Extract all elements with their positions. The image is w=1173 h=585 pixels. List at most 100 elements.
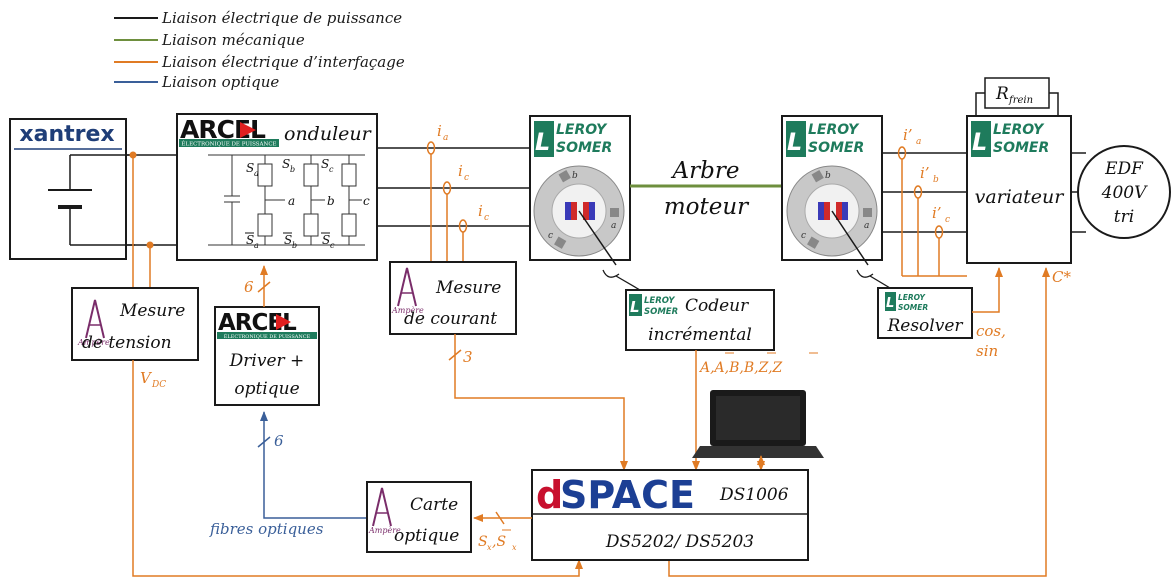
svg-text:L: L <box>886 296 894 311</box>
dspace-model-label: DS1006 <box>719 485 789 505</box>
ampere-logo-icon-3: Ampère <box>368 487 401 535</box>
xantrex-dc-source: xantrex <box>9 118 135 260</box>
leroy-somer-logo-4: L LEROY SOMER <box>629 294 678 317</box>
svg-text:Codeur: Codeur <box>685 296 749 316</box>
svg-text:400V: 400V <box>1101 183 1148 203</box>
leroy-somer-logo-5: L LEROY SOMER <box>885 292 928 312</box>
motor-winding-c: c <box>548 231 553 241</box>
gate-count-top: 6 <box>244 278 254 296</box>
inverter-schematic <box>208 154 365 246</box>
svg-text:frein: frein <box>1008 95 1033 106</box>
voltage-measurement-block: Ampère Mesure de tension <box>71 287 199 361</box>
svg-text:tri: tri <box>1114 207 1134 227</box>
leroy-somer-logo-2: L LEROY SOMER <box>786 121 864 157</box>
current-sensors-left <box>426 141 468 262</box>
arcel-subtitle: ÉLECTRONIQUE DE PUISSANCE <box>181 140 276 148</box>
fibre-optic-link <box>260 411 367 519</box>
svg-text:LEROY: LEROY <box>644 296 675 306</box>
legend-optical-label: Liaison optique <box>161 73 279 91</box>
svg-text:L: L <box>787 128 802 156</box>
svg-text:Driver +: Driver + <box>229 351 305 371</box>
switch-sa-low-sub: a <box>254 241 259 250</box>
leroy-somer-logo-3: L LEROY SOMER <box>971 121 1049 157</box>
svg-text:incrémental: incrémental <box>648 325 752 345</box>
resolver-block: L LEROY SOMER Resolver <box>877 287 973 339</box>
switch-sb-sub: b <box>290 165 295 174</box>
legend-interface-label: Liaison électrique d’interfaçage <box>161 53 405 71</box>
current-ipc-sub: c <box>945 215 950 225</box>
current-ipa-label: i’ <box>903 126 913 144</box>
motor-encoder-coupling <box>602 269 620 278</box>
current-ic-label: i <box>478 202 483 220</box>
load-winding-b: b <box>825 171 831 181</box>
sin-label: sin <box>976 342 998 360</box>
svg-text:L: L <box>630 298 640 316</box>
phase-a-label: a <box>288 194 295 208</box>
svg-text:LEROY: LEROY <box>808 122 860 138</box>
current-ipa-sub: a <box>916 137 921 147</box>
switch-sb-low-label: S <box>284 233 292 247</box>
current-ipb-label: i’ <box>920 164 930 182</box>
svg-text:Ampère: Ampère <box>391 306 424 315</box>
load-resolver-coupling <box>856 269 874 278</box>
gate-count-bottom: 6 <box>274 432 284 450</box>
shaft-label-2: moteur <box>664 194 750 220</box>
svg-text:R: R <box>995 84 1009 104</box>
current-ia-label: i <box>437 122 442 140</box>
switch-sb-label: S <box>282 157 290 171</box>
xantrex-logo: xantrex <box>19 122 114 147</box>
gate-signal-sxbar: ,S <box>492 534 506 550</box>
legend-mechanical-label: Liaison mécanique <box>161 31 305 49</box>
svg-text:Carte: Carte <box>410 495 458 515</box>
vdc-link <box>132 360 583 577</box>
current-sensors-right <box>897 146 967 277</box>
dspace-logo-d: d <box>536 473 563 517</box>
drive-variateur-block: L LEROY SOMER variateur <box>966 115 1072 264</box>
current-measure-link <box>454 334 628 471</box>
brake-resistor: R frein <box>975 77 1059 116</box>
svg-text:LEROY: LEROY <box>898 293 927 302</box>
svg-text:Mesure: Mesure <box>435 278 501 298</box>
switch-sa-label: S <box>246 161 254 175</box>
motor-winding-a: a <box>611 221 616 231</box>
fibres-label: fibres optiques <box>209 520 324 538</box>
legend: Liaison électrique de puissance Liaison … <box>114 9 405 91</box>
switch-sc-label: S <box>321 157 329 171</box>
current-ib-label: i <box>458 162 463 180</box>
load-winding-a: a <box>864 221 869 231</box>
drive-to-grid-phases <box>1071 152 1086 233</box>
driver-block: ARCEL ÉLECTRONIQUE DE PUISSANCE Driver +… <box>214 306 320 406</box>
shaft-label-1: Arbre <box>671 158 740 184</box>
gate-signal-sxbar-sub: x <box>512 543 517 552</box>
svg-text:SOMER: SOMER <box>644 307 678 317</box>
svg-text:SOMER: SOMER <box>556 140 612 156</box>
laptop-icon <box>692 390 824 458</box>
torque-reference-label: C* <box>1052 268 1071 286</box>
current-measurement-block: Ampère Mesure de courant <box>389 261 517 335</box>
svg-text:optique: optique <box>234 379 299 399</box>
switch-sa-sub: a <box>254 169 259 178</box>
current-ib-sub: c <box>464 173 469 183</box>
switch-sb-low-sub: b <box>292 241 297 250</box>
driver-arcel-arrow-icon <box>276 314 291 330</box>
edf-grid: EDF 400V tri <box>1077 145 1171 239</box>
phase-b-label: b <box>327 194 335 208</box>
switch-sc-low-label: S <box>322 233 330 247</box>
svg-text:EDF: EDF <box>1104 159 1144 179</box>
motor-block: L LEROY SOMER b c a <box>529 115 631 266</box>
switch-sc-low-sub: c <box>330 241 335 250</box>
svg-text:SOMER: SOMER <box>808 140 864 156</box>
svg-text:L: L <box>972 128 987 156</box>
vdc-label: V <box>140 369 153 387</box>
load-winding-c: c <box>801 231 806 241</box>
svg-text:SOMER: SOMER <box>993 140 1049 156</box>
vdc-sub: DC <box>151 380 166 390</box>
current-ipb-sub: b <box>933 175 939 185</box>
variateur-label: variateur <box>975 186 1066 208</box>
current-ia-sub: a <box>443 133 448 143</box>
gate-signal-sx: S <box>478 534 488 550</box>
ampere-logo-icon: Ampère <box>77 299 110 347</box>
svg-text:SOMER: SOMER <box>898 303 928 312</box>
leroy-somer-logo: L LEROY SOMER <box>534 121 612 157</box>
